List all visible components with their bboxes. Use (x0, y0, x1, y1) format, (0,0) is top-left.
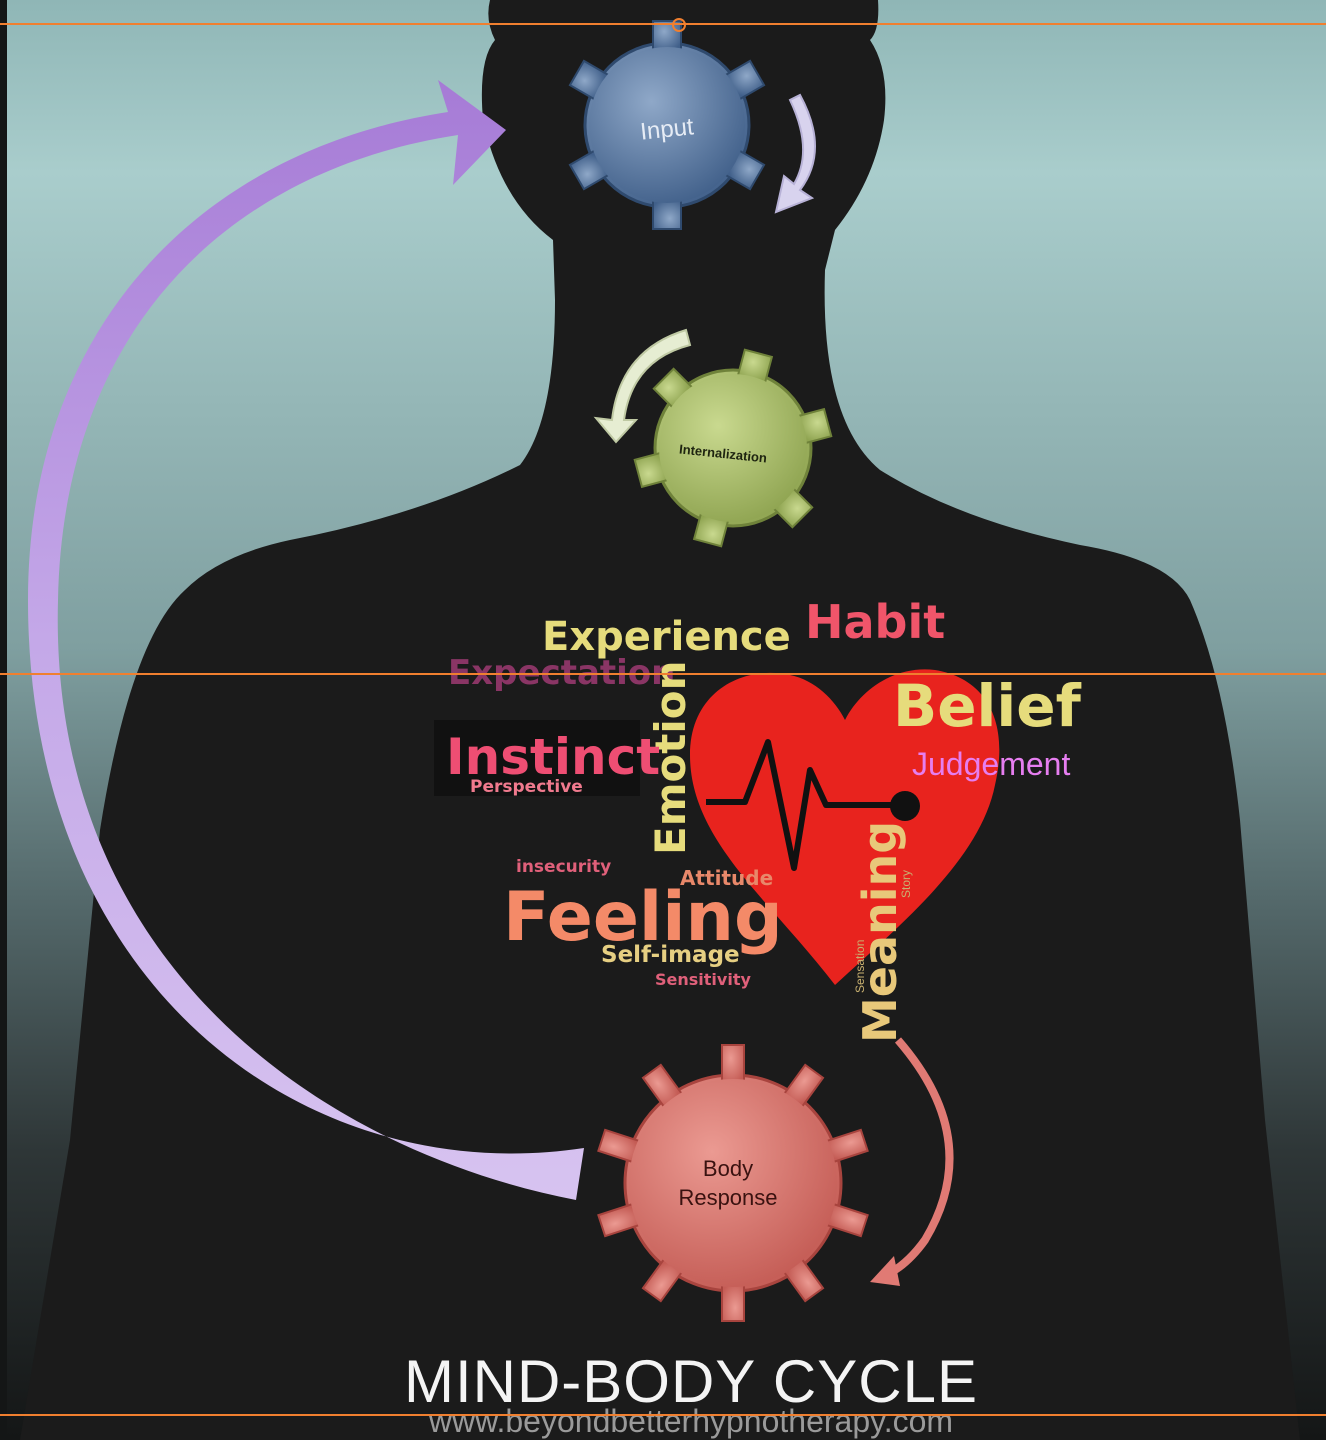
word-habit: Habit (805, 595, 945, 649)
left-edge-strip (0, 0, 7, 1440)
word-perspective: Perspective (470, 777, 583, 797)
body-response-label-line1: Body (703, 1156, 753, 1181)
source-url: www.beyondbetterhypnotherapy.com (428, 1403, 953, 1439)
input-gear-label: Input (639, 113, 695, 145)
word-belief: Belief (893, 672, 1082, 740)
word-self-image: Self-image (601, 942, 740, 968)
word-story: Story (899, 870, 913, 898)
word-insecurity: insecurity (516, 857, 611, 877)
body-response-label-line2: Response (678, 1185, 777, 1210)
word-sensation: Sensation (853, 940, 867, 993)
word-sensitivity: Sensitivity (655, 970, 751, 989)
word-judgement: Judgement (912, 746, 1070, 782)
word-meaning: Meaning (853, 821, 907, 1043)
heartbeat-dot (890, 791, 920, 821)
